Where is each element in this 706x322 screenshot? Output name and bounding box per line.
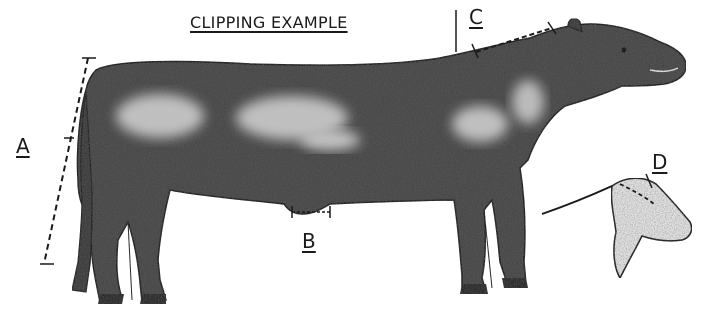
- steer-body: [77, 24, 686, 302]
- inset-head-shading: [611, 178, 691, 278]
- steer-silhouette: [72, 19, 686, 304]
- inset-neck-line: [542, 186, 612, 214]
- label-d: D: [652, 152, 667, 172]
- inset-head-sketch: [542, 174, 692, 278]
- diagram-title: CLIPPING EXAMPLE: [190, 15, 348, 31]
- label-b: B: [302, 231, 316, 251]
- leg-separation: [128, 210, 492, 300]
- steer-eye: [622, 48, 627, 53]
- label-c: C: [469, 7, 483, 27]
- label-a: A: [16, 136, 30, 156]
